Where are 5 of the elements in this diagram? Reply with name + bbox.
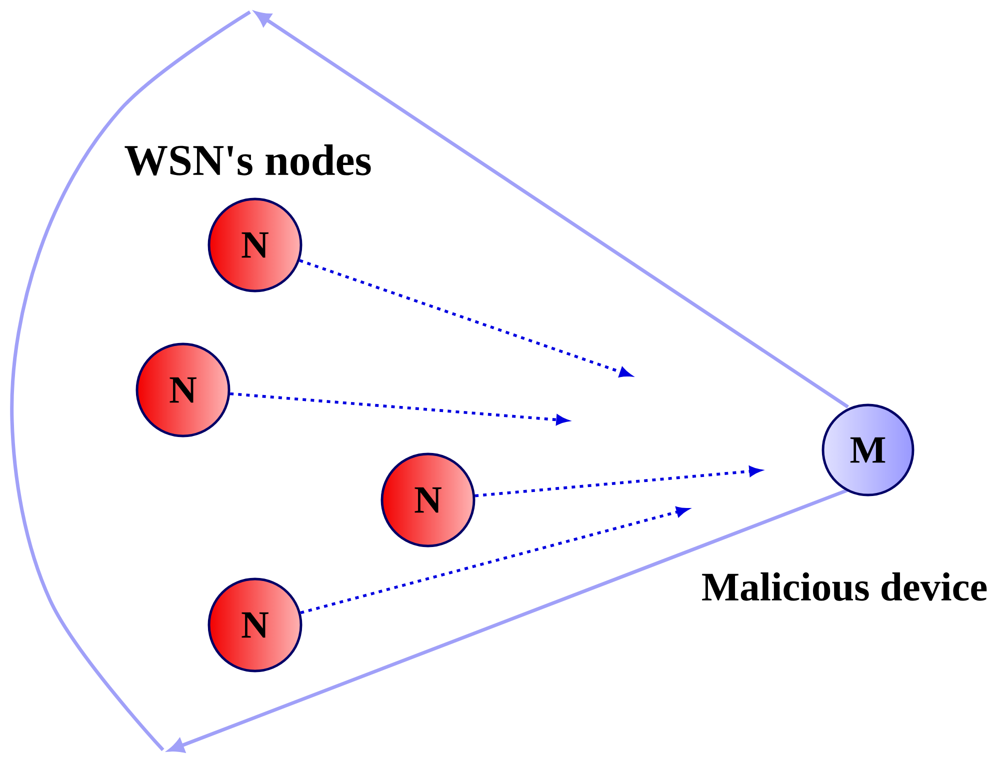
- sensor-node: N: [208, 198, 302, 292]
- malicious-device-node: M: [822, 404, 914, 496]
- device-caption: Malicious device: [702, 572, 987, 601]
- sensor-node: N: [136, 342, 230, 438]
- sensor-node: N: [208, 578, 302, 672]
